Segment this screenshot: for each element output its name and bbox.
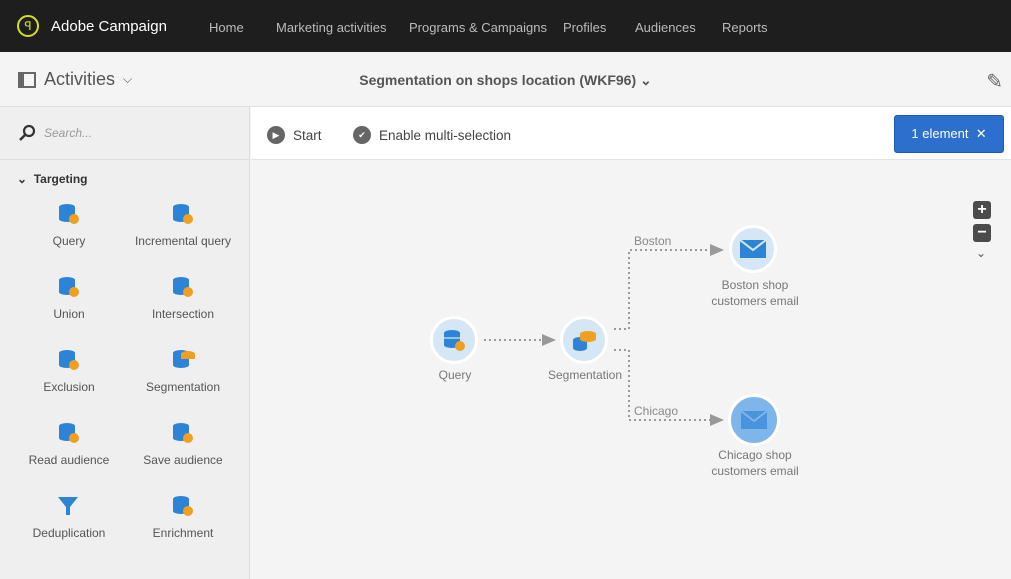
node-query[interactable] [430, 316, 478, 364]
close-icon: ✕ [975, 126, 987, 141]
segmentation-icon [573, 331, 596, 351]
zoom-in-button[interactable]: + [973, 201, 991, 219]
node-label-chicago-email: Chicago shop customers email [711, 448, 799, 478]
workflow-title-text: Segmentation on shops location (WKF96) [359, 72, 637, 88]
activity-read-audience[interactable]: Read audience [9, 421, 129, 467]
section-label: Targeting [33, 172, 88, 186]
section-targeting[interactable]: ⌄ Targeting [0, 160, 249, 186]
workflow-toolbar: ▶ Start ✔ Enable multi-selection 1 element… [251, 107, 1011, 160]
adobe-campaign-logo[interactable]: ꟼ [17, 15, 39, 37]
activity-segmentation[interactable]: Segmentation [123, 348, 243, 394]
transition-chicago[interactable] [614, 349, 724, 426]
edit-pencil-icon[interactable]: ✎ [986, 71, 1003, 93]
node-label-boston-email: Boston shop customers email [711, 278, 799, 308]
node-label-segmentation: Segmentation [547, 368, 623, 382]
selection-label: 1 element [911, 126, 969, 141]
node-chicago-email-selected[interactable] [728, 394, 780, 446]
activity-label: Enrichment [152, 526, 214, 540]
activity-label: Query [52, 234, 86, 248]
nav-marketing-activities[interactable]: Marketing activities [276, 20, 387, 35]
brand-name[interactable]: Adobe Campaign [51, 18, 167, 35]
multi-selection-toggle[interactable]: ✔ Enable multi-selection [353, 126, 511, 144]
workflow-header: Activities ⌵ Segmentation on shops locat… [0, 52, 1011, 107]
selection-count-button[interactable]: 1 element ✕ [894, 115, 1004, 153]
workflow-title[interactable]: Segmentation on shops location (WKF96) ⌄ [0, 72, 1011, 89]
activity-label: Deduplication [32, 526, 106, 540]
start-label: Start [293, 127, 322, 143]
chevron-down-icon: ⌄ [640, 72, 652, 88]
activity-label: Incremental query [134, 234, 232, 248]
incremental-query-icon [173, 204, 193, 224]
envelope-icon [740, 240, 766, 258]
activities-toggle[interactable]: Activities ⌵ [18, 69, 132, 90]
checkmark-icon: ✔ [353, 126, 371, 144]
save-audience-icon [173, 423, 193, 443]
panel-icon [18, 71, 36, 88]
activity-query[interactable]: Query [9, 202, 129, 248]
play-icon: ▶ [267, 126, 285, 144]
activity-label: Save audience [143, 453, 223, 467]
node-boston-email[interactable] [729, 225, 777, 273]
multi-selection-label: Enable multi-selection [379, 127, 512, 143]
chevron-down-icon[interactable]: ⌄ [976, 246, 987, 260]
activity-incremental-query[interactable]: Incremental query [123, 202, 243, 248]
transition-label-boston: Boston [634, 234, 672, 248]
node-label-query: Query [438, 368, 472, 382]
nav-home[interactable]: Home [209, 20, 244, 35]
activities-sidebar: Search... ⌄ Targeting Query Incremental q… [0, 107, 250, 579]
envelope-icon [741, 411, 767, 429]
enrichment-icon [173, 496, 193, 516]
activity-save-audience[interactable]: Save audience [123, 421, 243, 467]
activity-label: Read audience [28, 453, 110, 467]
transition-boston[interactable] [614, 244, 724, 330]
union-icon [59, 277, 79, 297]
activity-union[interactable]: Union [9, 275, 129, 321]
chevron-down-icon: ⌄ [17, 172, 28, 186]
intersection-icon [173, 277, 193, 297]
activity-label: Segmentation [145, 380, 221, 394]
activity-intersection[interactable]: Intersection [123, 275, 243, 321]
start-button[interactable]: ▶ Start [267, 126, 322, 144]
nav-programs-campaigns[interactable]: Programs & Campaigns [409, 20, 547, 35]
chevron-down-icon: ⌵ [123, 72, 133, 86]
activity-label: Exclusion [43, 380, 95, 394]
read-audience-icon [59, 423, 79, 443]
top-nav-bar: ꟼ Adobe Campaign Home Marketing activiti… [0, 0, 1011, 52]
exclusion-icon [59, 350, 79, 370]
activity-label: Intersection [151, 307, 215, 321]
search-input[interactable]: Search... [44, 126, 93, 140]
node-segmentation[interactable] [560, 316, 608, 364]
activity-exclusion[interactable]: Exclusion [9, 348, 129, 394]
nav-profiles[interactable]: Profiles [563, 20, 607, 35]
activity-label: Union [53, 307, 85, 321]
activity-enrichment[interactable]: Enrichment [123, 494, 243, 540]
activities-label: Activities [44, 69, 116, 89]
activity-deduplication[interactable]: Deduplication [9, 494, 129, 540]
search-box[interactable]: Search... [0, 107, 249, 160]
search-icon [19, 124, 36, 141]
query-icon [444, 330, 465, 351]
nav-audiences[interactable]: Audiences [635, 20, 696, 35]
nav-reports[interactable]: Reports [722, 20, 768, 35]
deduplication-icon [58, 497, 78, 515]
query-icon [59, 204, 79, 224]
segmentation-icon [173, 350, 195, 368]
zoom-out-button[interactable]: − [973, 224, 991, 242]
transition-label-chicago: Chicago [634, 404, 679, 418]
